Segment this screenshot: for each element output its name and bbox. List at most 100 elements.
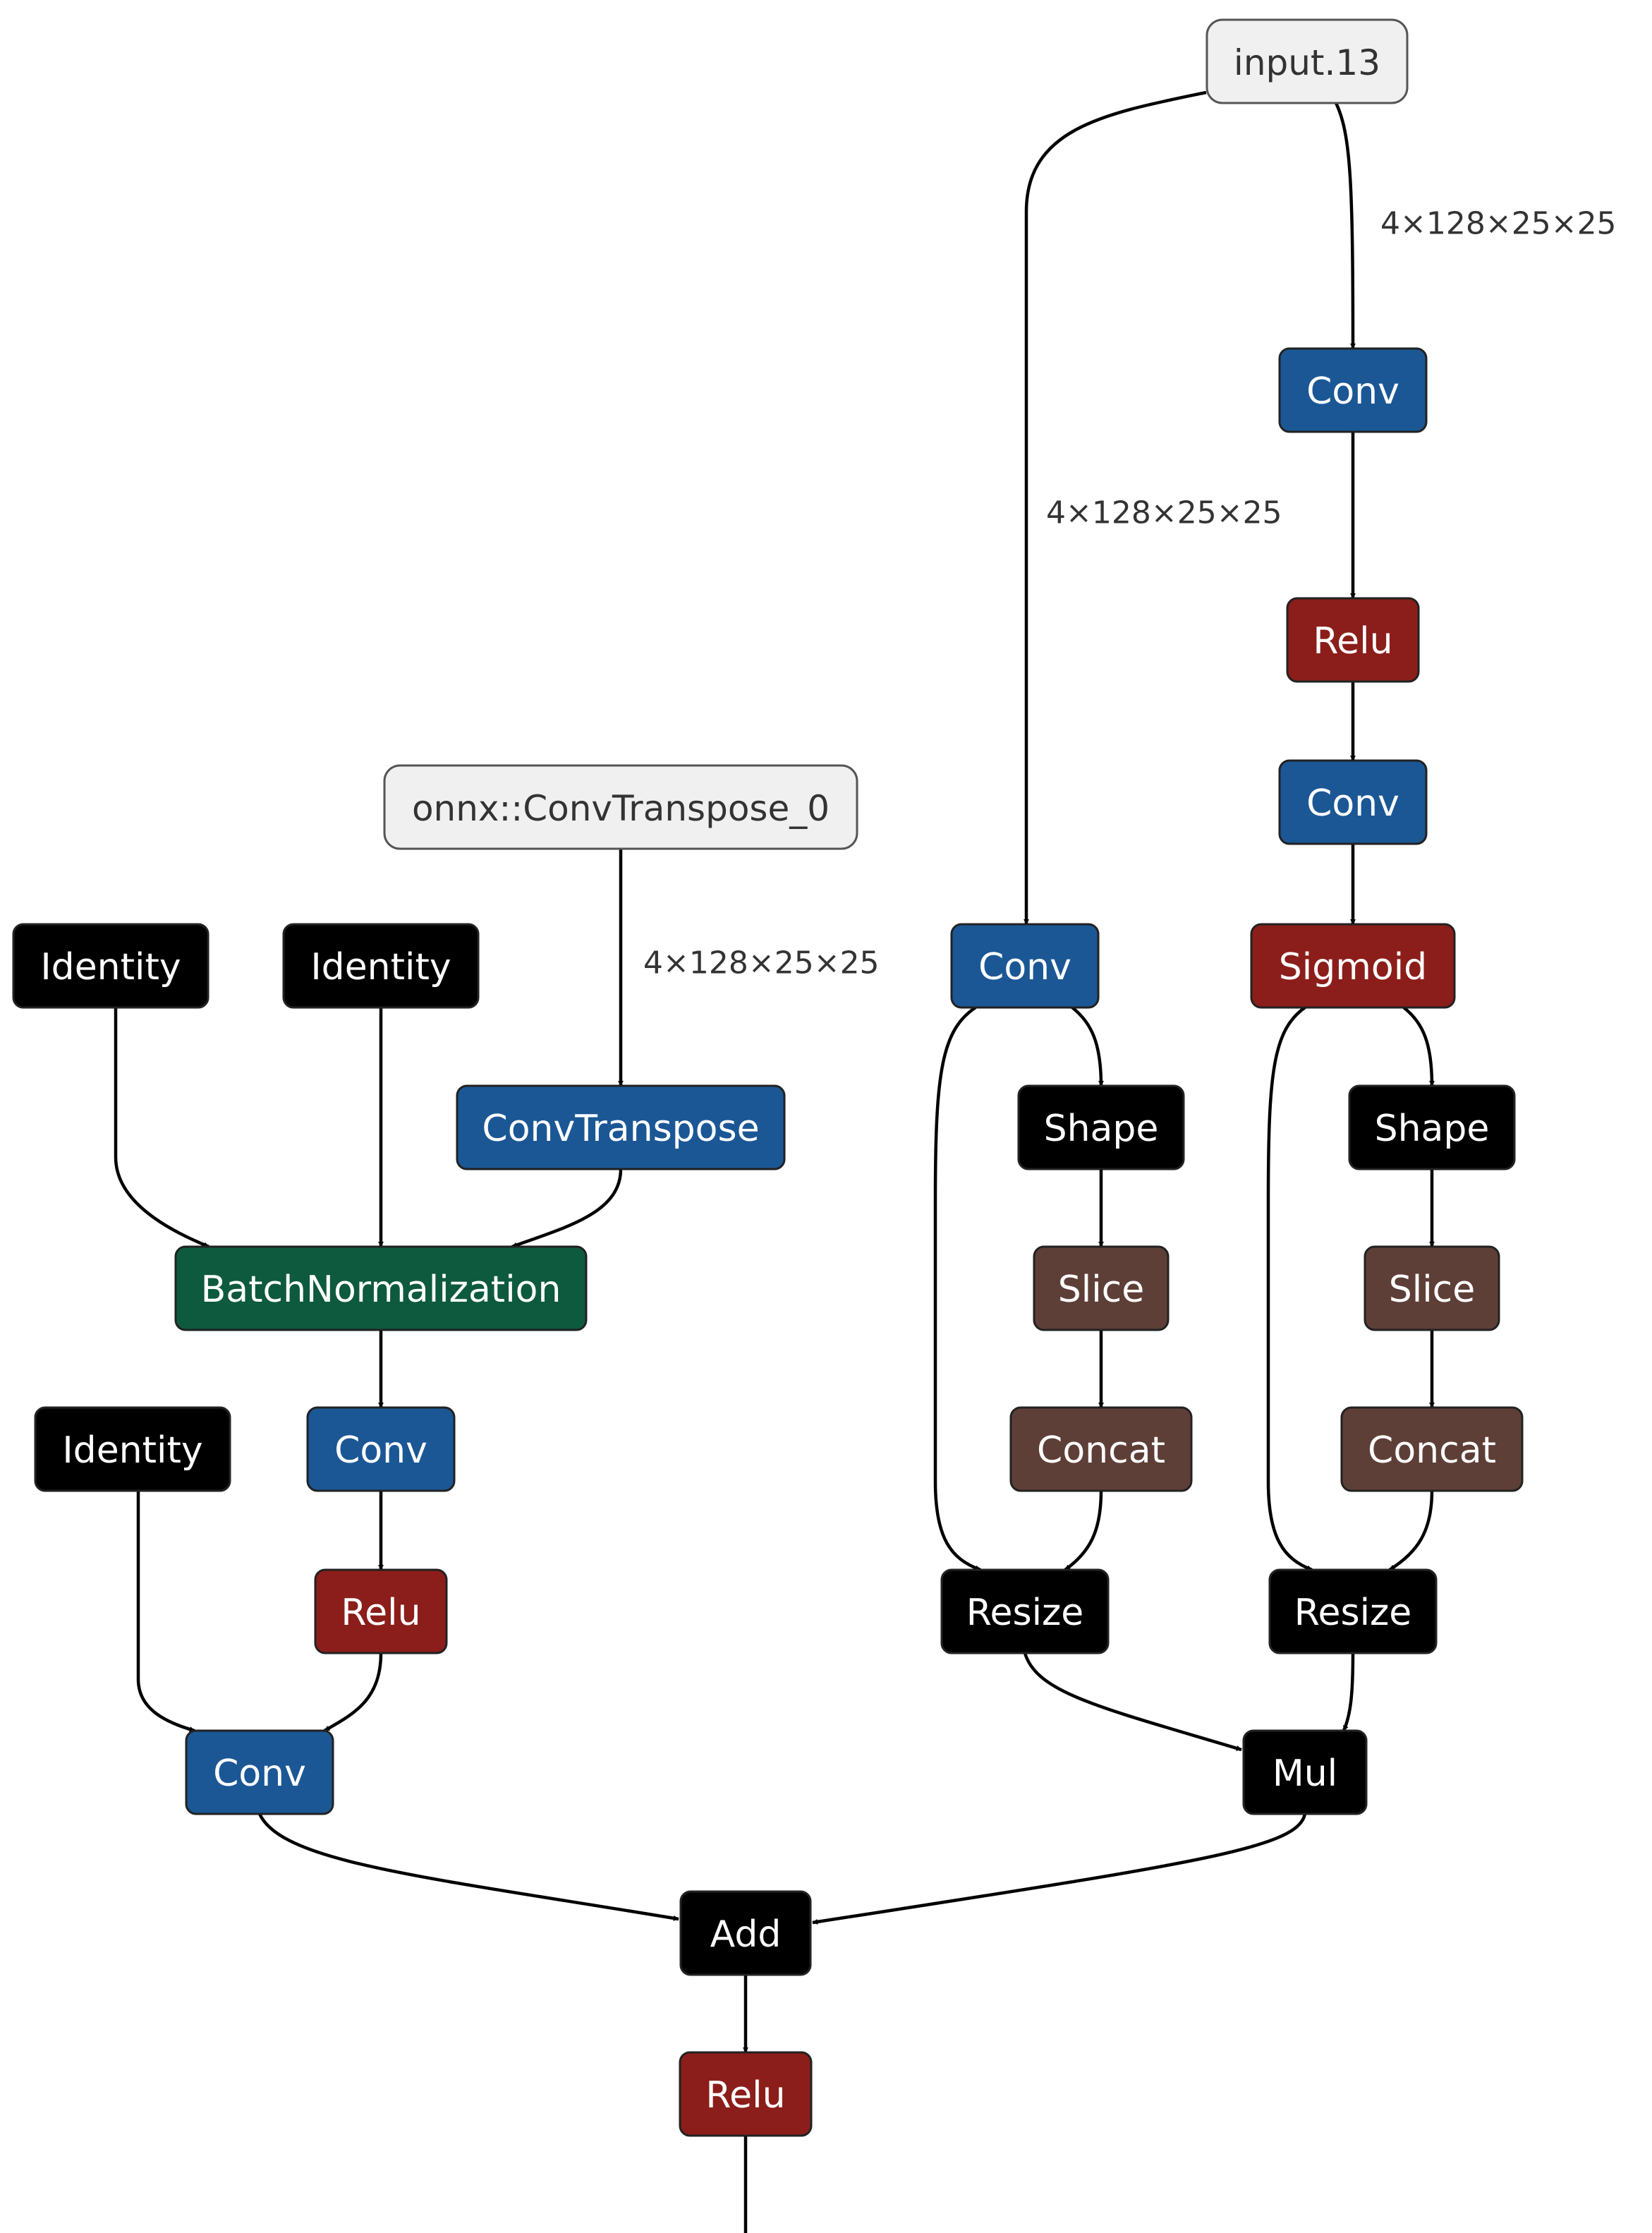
node-label-lrelu: Relu (341, 1592, 420, 1634)
edges-layer (114, 90, 1435, 2233)
node-box-sigmoid (1250, 923, 1456, 1009)
node-label-bn: BatchNormalization (201, 1269, 561, 1311)
node-box-id1 (12, 923, 209, 1009)
node-id2[interactable]: Identity (282, 923, 480, 1009)
edge-label-right: 4×128×25×25 (1380, 206, 1617, 242)
edge-24 (136, 1491, 195, 1733)
node-in13[interactable]: input.13 (1205, 18, 1409, 104)
node-lconv1[interactable]: Conv (306, 1406, 456, 1492)
node-box-mresize (940, 1568, 1110, 1654)
node-label-id1: Identity (40, 946, 181, 988)
node-box-rconv1 (1278, 347, 1428, 433)
node-box-lrelu (314, 1568, 448, 1654)
node-label-mconcat: Concat (1037, 1429, 1165, 1472)
edge-26 (257, 1813, 679, 1921)
node-label-rconcat: Concat (1368, 1429, 1496, 1472)
node-add[interactable]: Add (679, 1890, 812, 1976)
node-box-mconv (950, 923, 1100, 1009)
node-label-id2: Identity (310, 946, 451, 988)
node-rconcat[interactable]: Concat (1340, 1406, 1524, 1492)
node-box-frelu (679, 2051, 813, 2137)
node-label-rconv1: Conv (1306, 370, 1399, 413)
node-label-inct: onnx::ConvTranspose_0 (412, 788, 830, 829)
node-rconv2[interactable]: Conv (1278, 759, 1428, 845)
node-box-lconv2 (185, 1729, 334, 1815)
node-inct[interactable]: onnx::ConvTranspose_0 (383, 764, 858, 850)
edge-label-left: 4×128×25×25 (643, 945, 880, 981)
node-label-mshape: Shape (1044, 1108, 1159, 1150)
node-box-convt (456, 1084, 786, 1170)
node-label-mul: Mul (1273, 1753, 1337, 1795)
node-box-lconv1 (306, 1406, 456, 1492)
node-rslice[interactable]: Slice (1363, 1245, 1500, 1331)
node-rshape[interactable]: Shape (1348, 1084, 1516, 1170)
node-rconv1[interactable]: Conv (1278, 347, 1428, 433)
node-convt[interactable]: ConvTranspose (456, 1084, 786, 1170)
node-label-lconv1: Conv (334, 1429, 427, 1472)
node-mconcat[interactable]: Concat (1009, 1406, 1193, 1492)
edge-15 (933, 1006, 981, 1572)
node-label-rrelu: Relu (1313, 620, 1392, 662)
node-label-lconv2: Conv (213, 1753, 306, 1795)
node-box-id2 (282, 923, 480, 1009)
node-id1[interactable]: Identity (12, 923, 209, 1009)
node-box-mshape (1017, 1084, 1185, 1170)
nodes-layer: input.13onnx::ConvTranspose_0ConvReluCon… (12, 18, 1524, 2137)
node-label-rresize: Resize (1294, 1592, 1412, 1634)
node-box-in13 (1205, 18, 1409, 104)
edge-8 (1388, 1490, 1434, 1571)
node-label-convt: ConvTranspose (482, 1108, 759, 1150)
node-mconv[interactable]: Conv (950, 923, 1100, 1009)
node-sigmoid[interactable]: Sigmoid (1250, 923, 1456, 1009)
node-label-rslice: Slice (1389, 1269, 1475, 1311)
edge-17 (1342, 1652, 1355, 1731)
node-mul[interactable]: Mul (1242, 1729, 1368, 1815)
edge-label-mid: 4×128×25×25 (1046, 495, 1282, 531)
node-box-rconv2 (1278, 759, 1428, 845)
edge-9 (1266, 1006, 1313, 1572)
node-label-in13: input.13 (1234, 42, 1380, 83)
node-mresize[interactable]: Resize (940, 1568, 1110, 1654)
edge-27 (812, 1813, 1307, 1925)
edge-25 (323, 1652, 383, 1732)
edge-5 (1402, 1006, 1435, 1087)
node-label-mslice: Slice (1058, 1269, 1144, 1311)
edge-16 (1023, 1652, 1242, 1752)
edge-14 (1064, 1490, 1103, 1571)
node-rrelu[interactable]: Relu (1286, 597, 1420, 683)
node-box-rresize (1268, 1568, 1438, 1654)
node-frelu[interactable]: Relu (679, 2051, 813, 2137)
node-box-bn (174, 1245, 588, 1331)
node-label-rshape: Shape (1375, 1108, 1490, 1150)
node-label-rconv2: Conv (1306, 782, 1399, 825)
node-box-mconcat (1009, 1406, 1193, 1492)
node-box-rslice (1363, 1245, 1500, 1331)
edge-19 (114, 1007, 209, 1249)
node-box-id3 (34, 1406, 231, 1492)
edge-labels-layer: 4×128×25×25 4×128×25×25 4×128×25×25 (643, 206, 1617, 981)
node-lrelu[interactable]: Relu (314, 1568, 448, 1654)
node-label-sigmoid: Sigmoid (1279, 946, 1427, 988)
node-box-mul (1242, 1729, 1368, 1815)
node-label-frelu: Relu (705, 2074, 785, 2117)
node-bn[interactable]: BatchNormalization (174, 1245, 588, 1331)
node-mshape[interactable]: Shape (1017, 1084, 1185, 1170)
edge-10 (1024, 90, 1207, 925)
node-label-add: Add (710, 1913, 782, 1956)
node-label-id3: Identity (62, 1429, 202, 1472)
edge-21 (511, 1168, 623, 1249)
edge-11 (1071, 1006, 1104, 1087)
node-box-add (679, 1890, 812, 1976)
node-id3[interactable]: Identity (34, 1406, 231, 1492)
node-label-mresize: Resize (966, 1592, 1084, 1634)
node-lconv2[interactable]: Conv (185, 1729, 334, 1815)
node-box-rconcat (1340, 1406, 1524, 1492)
node-box-inct (383, 764, 858, 850)
node-box-rshape (1348, 1084, 1516, 1170)
node-rresize[interactable]: Resize (1268, 1568, 1438, 1654)
node-label-mconv: Conv (978, 946, 1071, 988)
node-box-mslice (1033, 1245, 1170, 1331)
node-mslice[interactable]: Slice (1033, 1245, 1170, 1331)
node-box-rrelu (1286, 597, 1420, 683)
